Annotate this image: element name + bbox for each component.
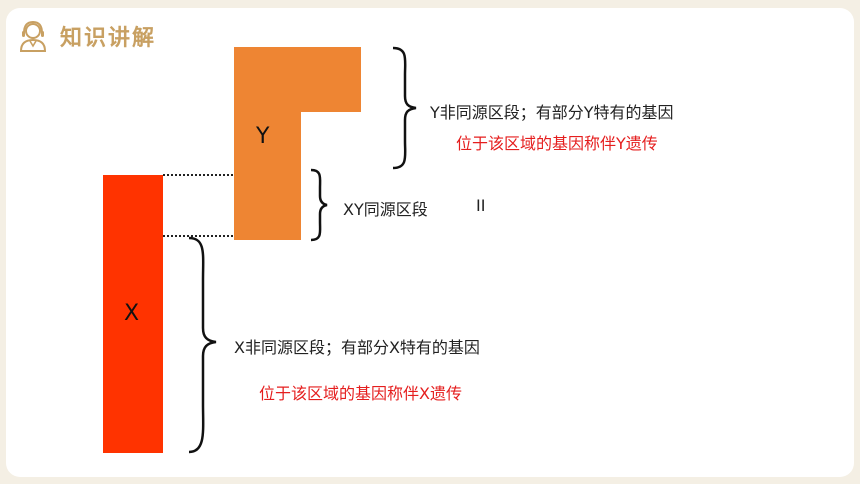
y-label: Y bbox=[256, 124, 270, 149]
y-chromosome bbox=[234, 47, 361, 240]
x-label: X bbox=[124, 301, 140, 326]
x-nonhomologous-text: X非同源区段；有部分X特有的基因 bbox=[234, 338, 480, 357]
page-title: 知识讲解 bbox=[60, 26, 157, 51]
x-inheritance-text: 位于该区域的基因称伴X遗传 bbox=[259, 384, 462, 403]
xy-homologous-mark: II bbox=[476, 196, 486, 215]
teacher-headset-icon bbox=[19, 20, 47, 52]
y-nonhomologous-text: Y非同源区段；有部分Y特有的基因 bbox=[430, 103, 674, 122]
y-nonhomologous-brace bbox=[392, 46, 417, 170]
x-nonhomologous-brace bbox=[188, 236, 217, 454]
x-chromosome bbox=[103, 175, 163, 453]
xy-homologous-text: XY同源区段 bbox=[343, 200, 428, 219]
title-bar: 知识讲解 bbox=[16, 16, 156, 56]
xy-homologous-brace bbox=[310, 168, 328, 242]
y-inheritance-text: 位于该区域的基因称伴Y遗传 bbox=[456, 134, 658, 153]
